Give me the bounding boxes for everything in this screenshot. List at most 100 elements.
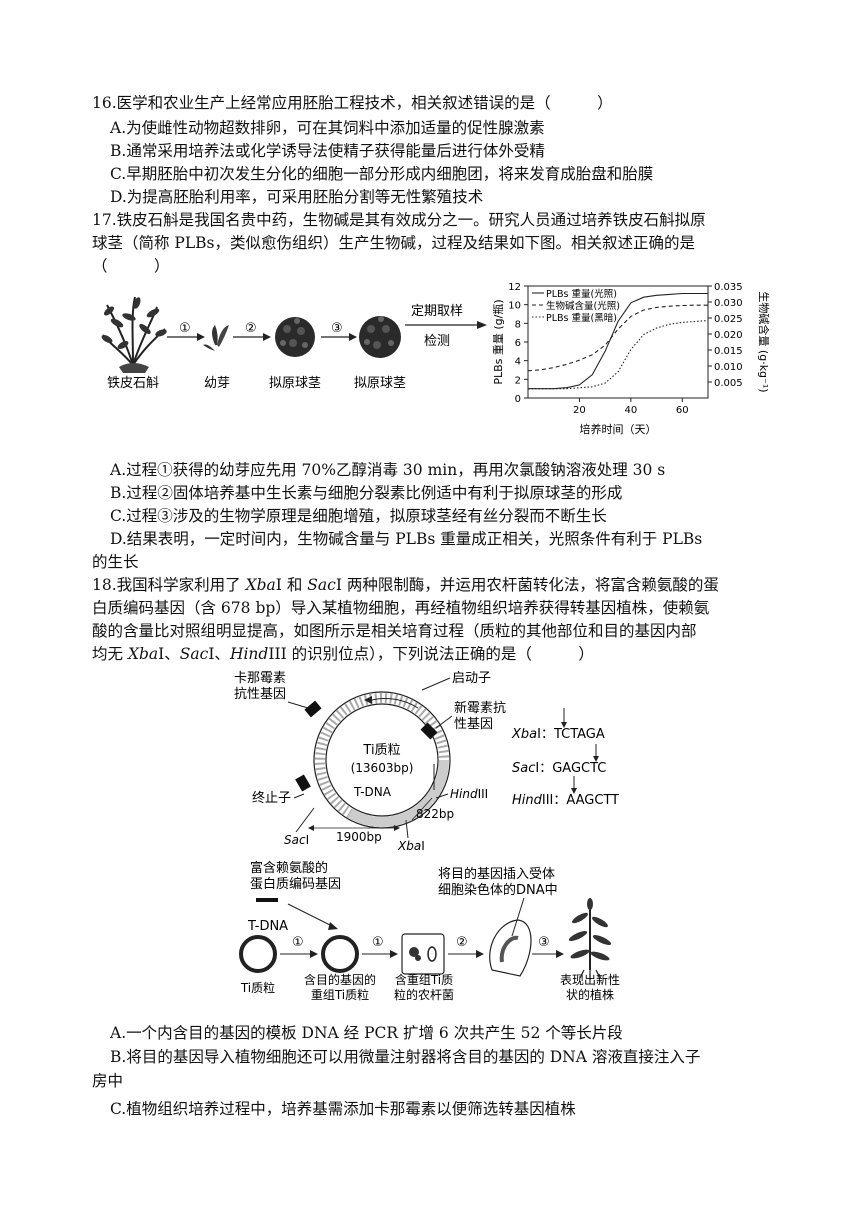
label-neo-1: 新霉素抗 <box>454 700 506 716</box>
q18-stem-4: 均无 XbaI、SacI、HindIII 的识别位点），下列说法正确的是（ ） <box>92 643 594 665</box>
q18-stem-4-hind: Hind <box>229 645 269 663</box>
flow-rec-2: 重组Ti质粒 <box>311 987 369 1002</box>
plb-image-2 <box>359 316 401 358</box>
label-xba-suffix: I <box>421 839 425 853</box>
flow-step-1b: ① <box>372 935 384 950</box>
flow-gene-2: 蛋白质编码基因 <box>250 876 341 892</box>
q17-stem-2: 球茎（简称 PLBs，类似愈伤组织）生产生物碱，过程及结果如下图。相关叙述正确的… <box>92 234 695 252</box>
q17-stem-3: （ ） <box>92 257 170 275</box>
label-sac: SacI <box>284 833 309 847</box>
q18-sac: Sac <box>307 576 336 594</box>
flow-insert-1: 将目的基因插入受体 <box>438 866 555 882</box>
q18-stem-3: 酸的含量比对照组明显提高，如图所示是相关培育过程（质粒的其他部位和目的基因内部 <box>92 622 697 640</box>
flow-ti: Ti质粒 <box>240 980 275 995</box>
flow-plant-2: 状的植株 <box>566 987 614 1002</box>
label-sac-italic: Sac <box>284 833 306 847</box>
flow-insert-2: 细胞染色体的DNA中 <box>438 882 558 898</box>
y2-tick-label: 0.020 <box>714 330 743 341</box>
q16-option-b: B.通常采用培养法或化学诱导法使精子获得能量后进行体外受精 <box>110 142 545 160</box>
q18-stem-4a: 均无 <box>92 645 128 663</box>
flow-label-detect: 检测 <box>424 334 450 349</box>
legend-label-3: PLBs 重量(黑暗) <box>546 312 617 324</box>
bud-image <box>203 325 229 351</box>
y2-tick-label: 0.025 <box>714 314 743 325</box>
flow-label-plb-2: 拟原球茎 <box>354 376 406 391</box>
q17-line-chart: 0246810120.0050.0100.0150.0200.0250.0300… <box>491 282 770 436</box>
q17-option-c: C.过程③涉及的生物学原理是细胞增殖，拟原球茎经有丝分裂而不断生长 <box>110 507 607 525</box>
q18-stem-4b: I、 <box>158 645 180 663</box>
q18-stem-1c: I 两种限制酶，并运用农杆菌转化法，将富含赖氨酸的蛋 <box>335 576 719 594</box>
label-terminator: 终止子 <box>252 790 291 806</box>
label-xba-italic: Xba <box>397 839 421 853</box>
flow-step-2: ② <box>456 935 468 950</box>
flow-step-2: ② <box>245 321 257 336</box>
site-sac-seq: I：GAGCTC <box>535 761 606 776</box>
site-hind-name: Hind <box>512 793 543 808</box>
label-kan-1: 卡那霉素 <box>234 671 286 686</box>
x-axis-label: 培养时间（天） <box>580 422 657 436</box>
q17-option-d-2: 的生长 <box>92 553 139 571</box>
q18-option-b-2: 房中 <box>92 1072 124 1090</box>
label-hind: HindIII <box>450 787 488 801</box>
q18-stem-4-sac: Sac <box>179 645 209 663</box>
q18-stem-1: 18.我国科学家利用了 XbaI 和 SacI 两种限制酶，并运用农杆菌转化法，… <box>92 574 719 596</box>
dendrobium-plant-image <box>101 296 167 373</box>
label-neo-2: 性基因 <box>454 717 493 732</box>
legend-label-2: 生物碱含量(光照) <box>546 300 620 312</box>
y-tick-label: 6 <box>515 338 521 349</box>
label-promoter: 启动子 <box>452 671 491 686</box>
y-axis-label: PLBs 重量 (g/瓶) <box>491 299 505 384</box>
flow-step-3: ③ <box>331 321 343 336</box>
flow-label-plb-1: 拟原球茎 <box>269 376 321 391</box>
q18-option-b-1: B.将目的基因导入植物细胞还可以用微量注射器将含目的基因的 DNA 溶液直接注入… <box>110 1048 701 1066</box>
flow-step-3: ③ <box>538 935 550 950</box>
flow-rec-1: 含目的基因的 <box>304 972 376 987</box>
y2-tick-label: 0.035 <box>714 282 743 293</box>
legend-label-1: PLBs 重量(光照) <box>546 288 617 300</box>
site-sac-name: Sac <box>512 761 535 776</box>
label-plasmid-name: Ti质粒 <box>362 743 400 758</box>
flow-tdna: T-DNA <box>247 919 288 934</box>
label-1900bp: 1900bp <box>336 830 382 844</box>
flow-step-1: ① <box>179 321 191 336</box>
site-xba-name: Xba <box>511 727 537 742</box>
series-line-3 <box>528 319 709 390</box>
label-822bp: 822bp <box>416 807 454 821</box>
flow-gene-1: 富含赖氨酸的 <box>250 860 328 876</box>
flow-step-1a: ① <box>292 935 304 950</box>
q17-option-b: B.过程②固体培养基中生长素与细胞分裂素比例适中有利于拟原球茎的形成 <box>110 484 623 502</box>
q16-stem: 16.医学和农业生产上经常应用胚胎工程技术，相关叙述错误的是（ ） <box>92 94 613 112</box>
y-tick-label: 10 <box>508 301 521 312</box>
label-tdna: T-DNA <box>353 785 392 799</box>
q18-stem-1b: I 和 <box>275 576 308 594</box>
label-hind-suffix: III <box>478 787 489 801</box>
label-xba: XbaI <box>397 839 425 853</box>
label-sac-suffix: I <box>306 833 310 847</box>
site-hind-seq: III：AAGCTT <box>542 793 619 808</box>
q17-option-a: A.过程①获得的幼芽应先用 70%乙醇消毒 30 min，再用次氯酸钠溶液处理 … <box>110 461 666 479</box>
flow-label-sample: 定期取样 <box>411 304 463 319</box>
y2-tick-label: 0.010 <box>714 362 743 373</box>
y-tick-label: 0 <box>515 394 521 405</box>
x-tick-label: 40 <box>624 405 637 416</box>
q18-process-figure: 富含赖氨酸的 蛋白质编码基因 T-DNA Ti质粒 ① 含目的基因的 重组Ti质… <box>239 860 620 1002</box>
x-tick-label: 60 <box>676 405 689 416</box>
q16-option-c: C.早期胚胎中初次发生分化的细胞一部分形成内细胞团，将来发育成胎盘和胎膜 <box>110 165 654 183</box>
y-tick-label: 8 <box>515 319 521 330</box>
q17-option-d-1: D.结果表明，一定时间内，生物碱含量与 PLBs 重量成正相关，光照条件有利于 … <box>110 530 703 548</box>
q18-stem-4c: I、 <box>208 645 230 663</box>
q18-stem-1a: 18.我国科学家利用了 <box>92 576 246 594</box>
flow-plant-1: 表现出新性 <box>560 972 620 987</box>
flow-agro-2: 粒的农杆菌 <box>394 987 454 1002</box>
x-tick-label: 20 <box>573 405 586 416</box>
y-tick-label: 12 <box>508 282 521 293</box>
q18-xba: Xba <box>245 576 276 594</box>
q17-process-figure: 铁皮石斛 ① 幼芽 ② 拟原球茎 ③ 拟原球茎 定期取样 检测 <box>101 296 487 391</box>
q18-option-a: A.一个内含目的基因的模板 DNA 经 PCR 扩增 6 次共产生 52 个等长… <box>110 1024 623 1042</box>
label-kan-2: 抗性基因 <box>234 687 286 702</box>
flow-agro-1: 含重组Ti质 <box>395 972 453 987</box>
q16-option-d: D.为提高胚胎利用率，可采用胚胎分割等无性繁殖技术 <box>110 188 484 206</box>
flow-label-plant: 铁皮石斛 <box>107 376 159 391</box>
q18-option-c: C.植物组织培养过程中，培养基需添加卡那霉素以便筛选转基因植株 <box>110 1100 576 1118</box>
y2-tick-label: 0.030 <box>714 298 743 309</box>
